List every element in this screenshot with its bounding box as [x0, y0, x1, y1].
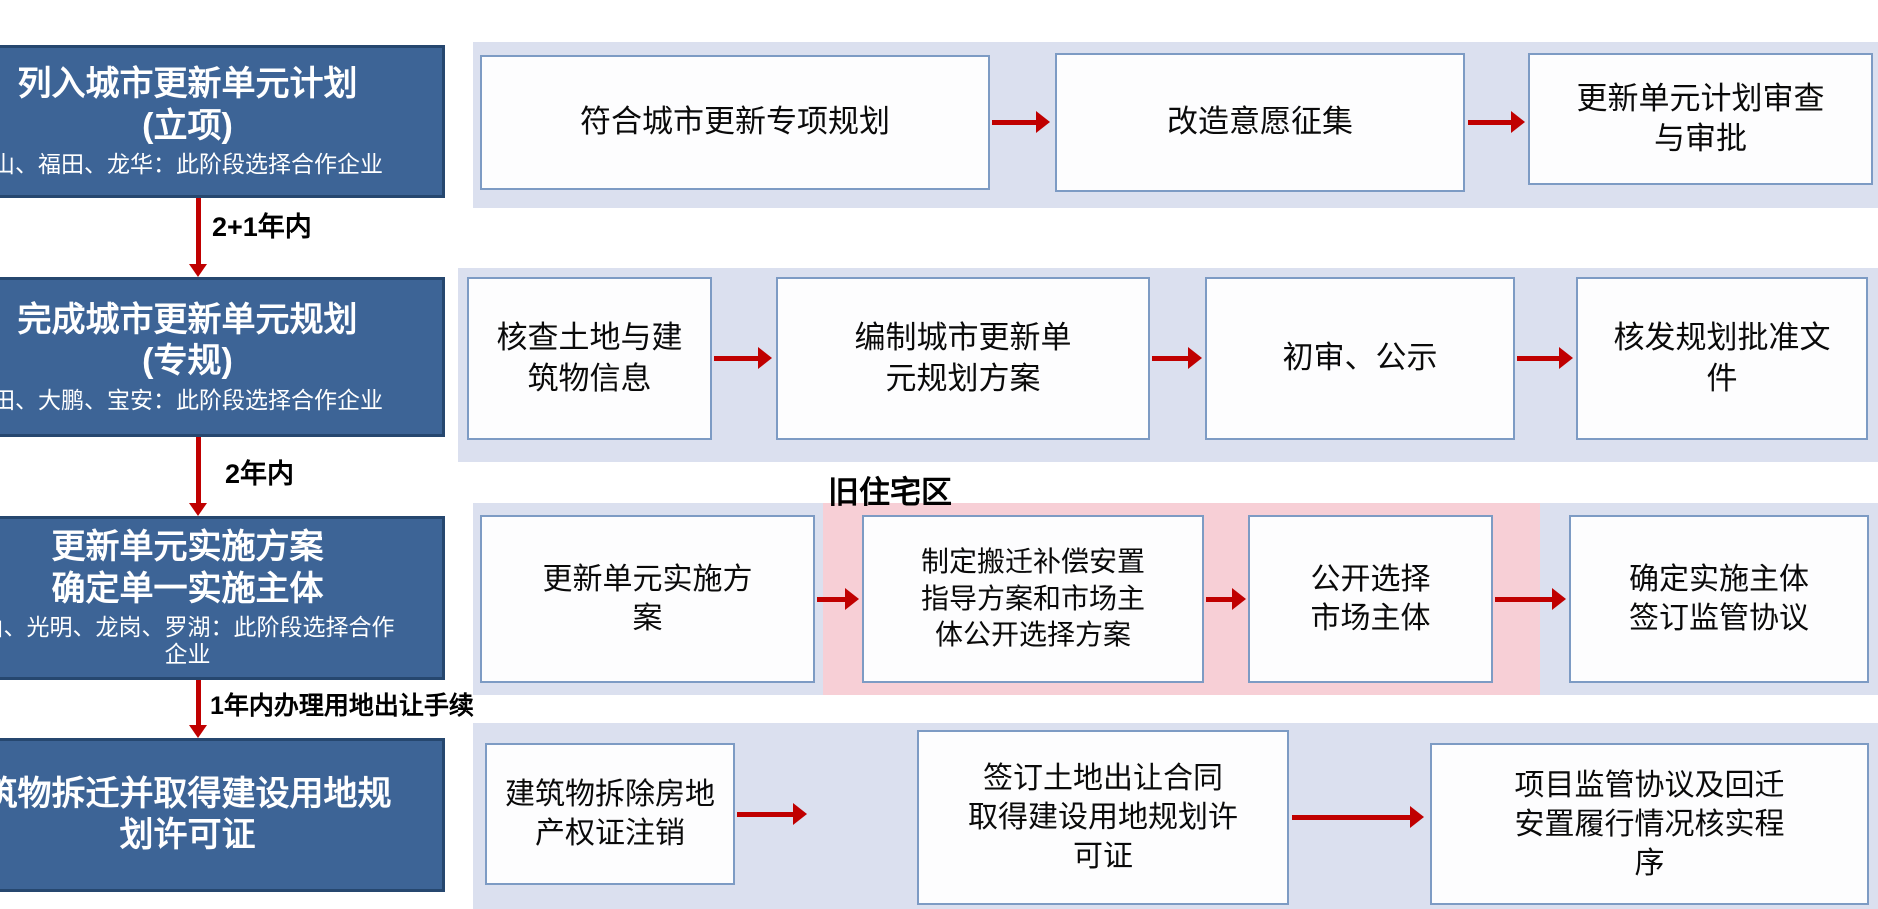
stage-title: 列入城市更新单元计划(立项) — [17, 65, 358, 145]
right-arrow-icon — [714, 347, 772, 369]
flow-box-relocation-compensation-scheme: 制定搬迁补偿安置指导方案和市场主体公开选择方案 — [862, 515, 1204, 683]
arrow-line — [196, 198, 201, 265]
flow-box-confirm-implementer-agreement: 确定实施主体签订监管协议 — [1569, 515, 1869, 683]
stage-subtitle: 田、大鹏、宝安：此阶段选择合作企业 — [0, 386, 383, 413]
arrow-head — [189, 725, 207, 738]
right-arrow-icon — [1495, 588, 1566, 610]
connector-label-2: 2年内 — [225, 459, 295, 489]
flow-box-issue-plan-approval: 核发规划批准文件 — [1576, 277, 1868, 440]
flow-box-open-market-selection: 公开选择市场主体 — [1248, 515, 1493, 683]
old-residential-label: 旧住宅区 — [828, 475, 952, 510]
arrow-line — [196, 680, 201, 726]
right-arrow-icon — [1517, 347, 1573, 369]
stage-box-plan-approval: 列入城市更新单元计划(立项) 山、福田、龙华：此阶段选择合作企业 — [0, 45, 445, 198]
flow-box-verify-land-building: 核查土地与建筑物信息 — [467, 277, 712, 440]
flow-box-plan-review-approval: 更新单元计划审查与审批 — [1528, 53, 1873, 185]
stage-box-demolition-permit: 筑物拆迁并取得建设用地规划许可证 — [0, 738, 445, 892]
right-arrow-icon — [1468, 111, 1525, 133]
flow-box-supervision-resettlement-verification: 项目监管协议及回迁安置履行情况核实程序 — [1430, 743, 1869, 905]
flow-box-land-grant-contract: 签订土地出让合同取得建设用地规划许可证 — [917, 730, 1289, 905]
right-arrow-icon — [992, 111, 1050, 133]
stage-subtitle: 山、光明、龙岗、罗湖：此阶段选择合作企业 — [0, 614, 395, 668]
connector-label-1: 2+1年内 — [212, 212, 312, 242]
stage-box-implementation-plan: 更新单元实施方案确定单一实施主体 山、光明、龙岗、罗湖：此阶段选择合作企业 — [0, 516, 445, 680]
flow-box-initial-review-publicity: 初审、公示 — [1205, 277, 1515, 440]
stage-title: 筑物拆迁并取得建设用地规划许可证 — [0, 774, 392, 854]
right-arrow-icon — [1292, 806, 1424, 828]
flow-box-willingness-collection: 改造意愿征集 — [1055, 53, 1465, 192]
down-arrow-icon — [189, 680, 208, 738]
stage-title: 完成城市更新单元规划(专规) — [17, 300, 358, 381]
stage-subtitle: 山、福田、龙华：此阶段选择合作企业 — [0, 151, 383, 178]
right-arrow-icon — [1206, 588, 1246, 610]
flow-box-implementation-scheme: 更新单元实施方案 — [480, 515, 815, 683]
down-arrow-icon — [189, 198, 208, 277]
arrow-line — [196, 437, 201, 504]
flow-box-demolition-deregistration: 建筑物拆除房地产权证注销 — [485, 743, 735, 885]
right-arrow-icon — [737, 803, 807, 825]
connector-label-3: 1年内办理用地出让手续 — [210, 692, 474, 720]
stage-title: 更新单元实施方案确定单一实施主体 — [51, 528, 324, 608]
arrow-head — [189, 503, 207, 516]
flow-box-special-plan: 符合城市更新专项规划 — [480, 55, 990, 190]
right-arrow-icon — [817, 588, 859, 610]
arrow-head — [189, 264, 207, 277]
flow-box-prepare-unit-plan: 编制城市更新单元规划方案 — [776, 277, 1150, 440]
right-arrow-icon — [1152, 347, 1202, 369]
stage-box-unit-planning: 完成城市更新单元规划(专规) 田、大鹏、宝安：此阶段选择合作企业 — [0, 277, 445, 437]
down-arrow-icon — [189, 437, 208, 516]
